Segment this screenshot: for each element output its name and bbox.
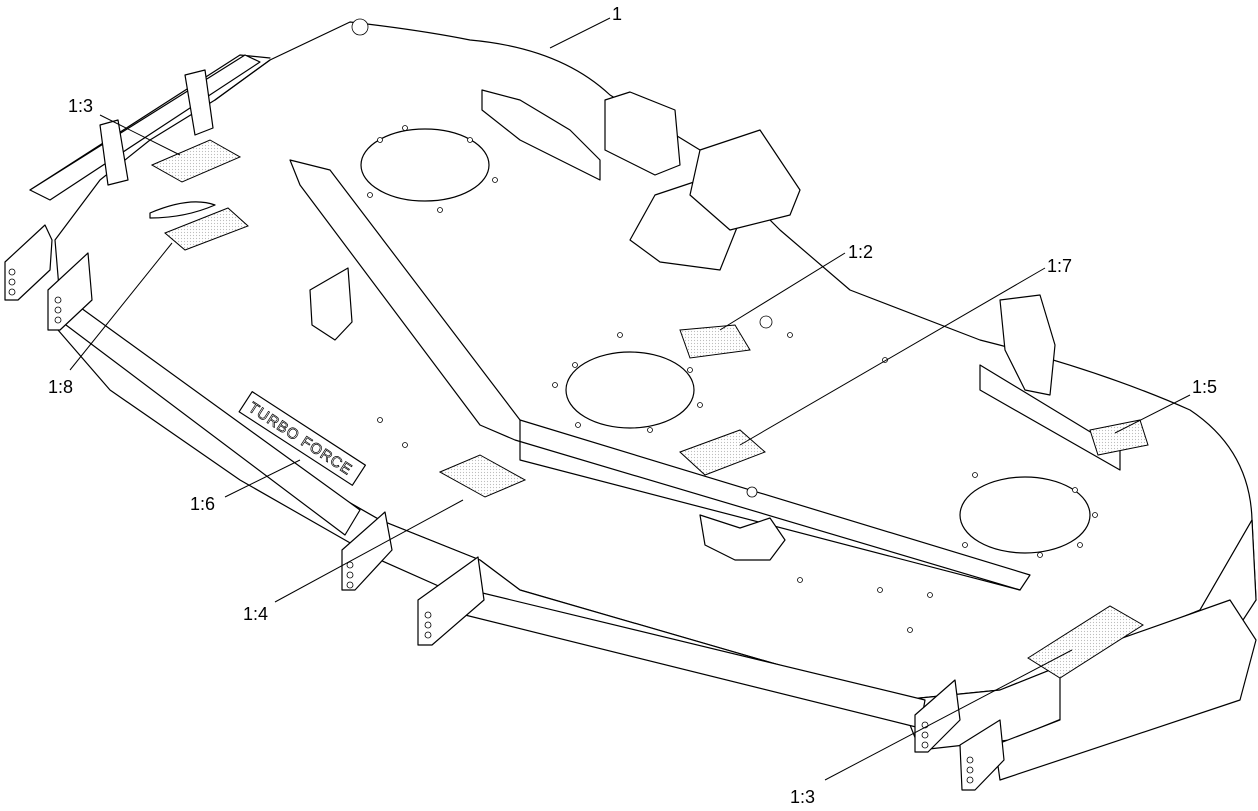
decal-1-2 xyxy=(679,324,751,359)
decal-1-3-front xyxy=(1027,605,1144,679)
front-hitch-plate-center xyxy=(417,556,485,646)
callout-labels: 1 1:3 1:2 1:7 1:5 1:8 1:6 1:4 1:3 xyxy=(48,4,1217,807)
callout-1-2: 1:2 xyxy=(848,242,873,262)
rear-upright-bracket xyxy=(604,91,681,176)
leader-1-5 xyxy=(1114,394,1191,434)
decal-1-8-slot xyxy=(149,201,216,219)
left-hitch-plate-upper xyxy=(4,224,53,301)
callout-1: 1 xyxy=(612,4,622,24)
center-plate-edge xyxy=(519,419,1021,591)
spindle-opening-right xyxy=(959,476,1091,554)
leader-lines xyxy=(69,17,1191,781)
right-rear-bracket xyxy=(999,294,1056,396)
callout-1-8: 1:8 xyxy=(48,377,73,397)
callout-1-6: 1:6 xyxy=(190,494,215,514)
rear-belt-guard xyxy=(481,89,601,181)
leader-1-8 xyxy=(69,242,173,371)
leader-1-7 xyxy=(739,267,1046,446)
decal-1-4 xyxy=(438,454,527,498)
front-hitch-plate-left xyxy=(341,511,393,591)
deck-body xyxy=(4,21,1257,791)
callout-1-3-rear: 1:3 xyxy=(68,96,93,116)
left-rear-mount-a xyxy=(184,69,214,136)
right-baffle xyxy=(979,364,1121,471)
decal-1-8 xyxy=(164,207,249,251)
leader-1-6 xyxy=(224,459,301,498)
left-rear-mount-b xyxy=(99,119,129,186)
leader-1-3-rear xyxy=(99,114,181,156)
callout-1-5: 1:5 xyxy=(1192,377,1217,397)
leader-1-4 xyxy=(274,499,464,603)
rear-idler-bracket xyxy=(689,129,801,231)
left-lift-bracket xyxy=(309,267,353,341)
decal-1-5 xyxy=(1089,419,1149,456)
right-rubber-guard xyxy=(994,599,1257,781)
callout-1-3-front: 1:3 xyxy=(790,787,815,807)
leader-1 xyxy=(549,17,611,49)
leader-1-2 xyxy=(719,252,846,331)
decal-1-7 xyxy=(679,429,766,476)
callout-1-7: 1:7 xyxy=(1047,256,1072,276)
leader-1-3-front xyxy=(824,649,1073,781)
callout-1-4: 1:4 xyxy=(243,604,268,624)
spindle-opening-center xyxy=(565,351,695,429)
rear-edge xyxy=(29,54,271,191)
spindle-opening-left xyxy=(360,128,490,202)
front-center-bracket xyxy=(699,514,786,561)
decal-1-3-rear xyxy=(150,139,242,183)
